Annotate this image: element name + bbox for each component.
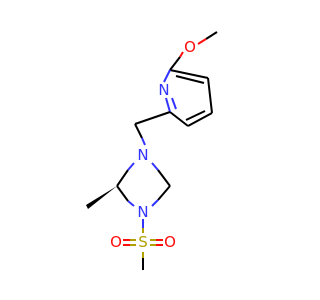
atom-label-piperazine-n1: N <box>137 203 148 221</box>
bond-c5-c6 <box>157 185 171 201</box>
bond-ring-n-c6 <box>163 69 171 83</box>
bond-n4-c5-n-segment <box>151 162 159 171</box>
bond-n1-c2 <box>116 185 129 202</box>
atom-label-methoxy-o: O <box>184 38 196 56</box>
bond-n4-c5 <box>157 169 171 187</box>
atom-label-sulfonyl-o-left: O <box>110 233 122 251</box>
bond-ring-c2-n-double <box>171 97 177 110</box>
bond-c3-n4-n-segment <box>127 162 135 171</box>
bond-ring-c2-ch2 <box>134 111 171 125</box>
bond-c6-n1-n-segment <box>151 199 159 207</box>
bond-ch2-n4 <box>134 123 143 139</box>
atom-label-pyridine-n: N <box>158 81 169 99</box>
atom-label-sulfonyl-s: S <box>138 233 148 251</box>
bond-wedge-methyl <box>86 186 117 209</box>
bond-n1-c2-n-segment <box>127 200 135 207</box>
bond-methoxy-methyl-o-segment <box>197 38 207 45</box>
atom-label-sulfonyl-o-right: O <box>164 233 176 251</box>
bond-ch2-n4-n-segment <box>141 137 146 146</box>
bond-ring-c5-c4 <box>207 77 213 114</box>
bond-ring-c4-c3 <box>187 112 213 127</box>
bond-c2-c3 <box>116 169 129 187</box>
bond-ring-c2-n <box>165 97 171 113</box>
molecule-structure-diagram: O N N N S O O <box>86 31 218 270</box>
atom-label-piperazine-n4: N <box>137 146 148 164</box>
bond-methoxy-methyl <box>205 31 218 40</box>
bond-ring-c6-c5-double <box>175 75 205 84</box>
bond-ring-c6-c5 <box>169 69 209 79</box>
bond-ring-c4-c3-double <box>185 110 206 121</box>
bond-methoxy-o-ring <box>179 51 184 58</box>
bond-ring-c3-c2 <box>169 111 189 127</box>
bond-methoxy-o-ring-c-segment <box>169 56 181 71</box>
